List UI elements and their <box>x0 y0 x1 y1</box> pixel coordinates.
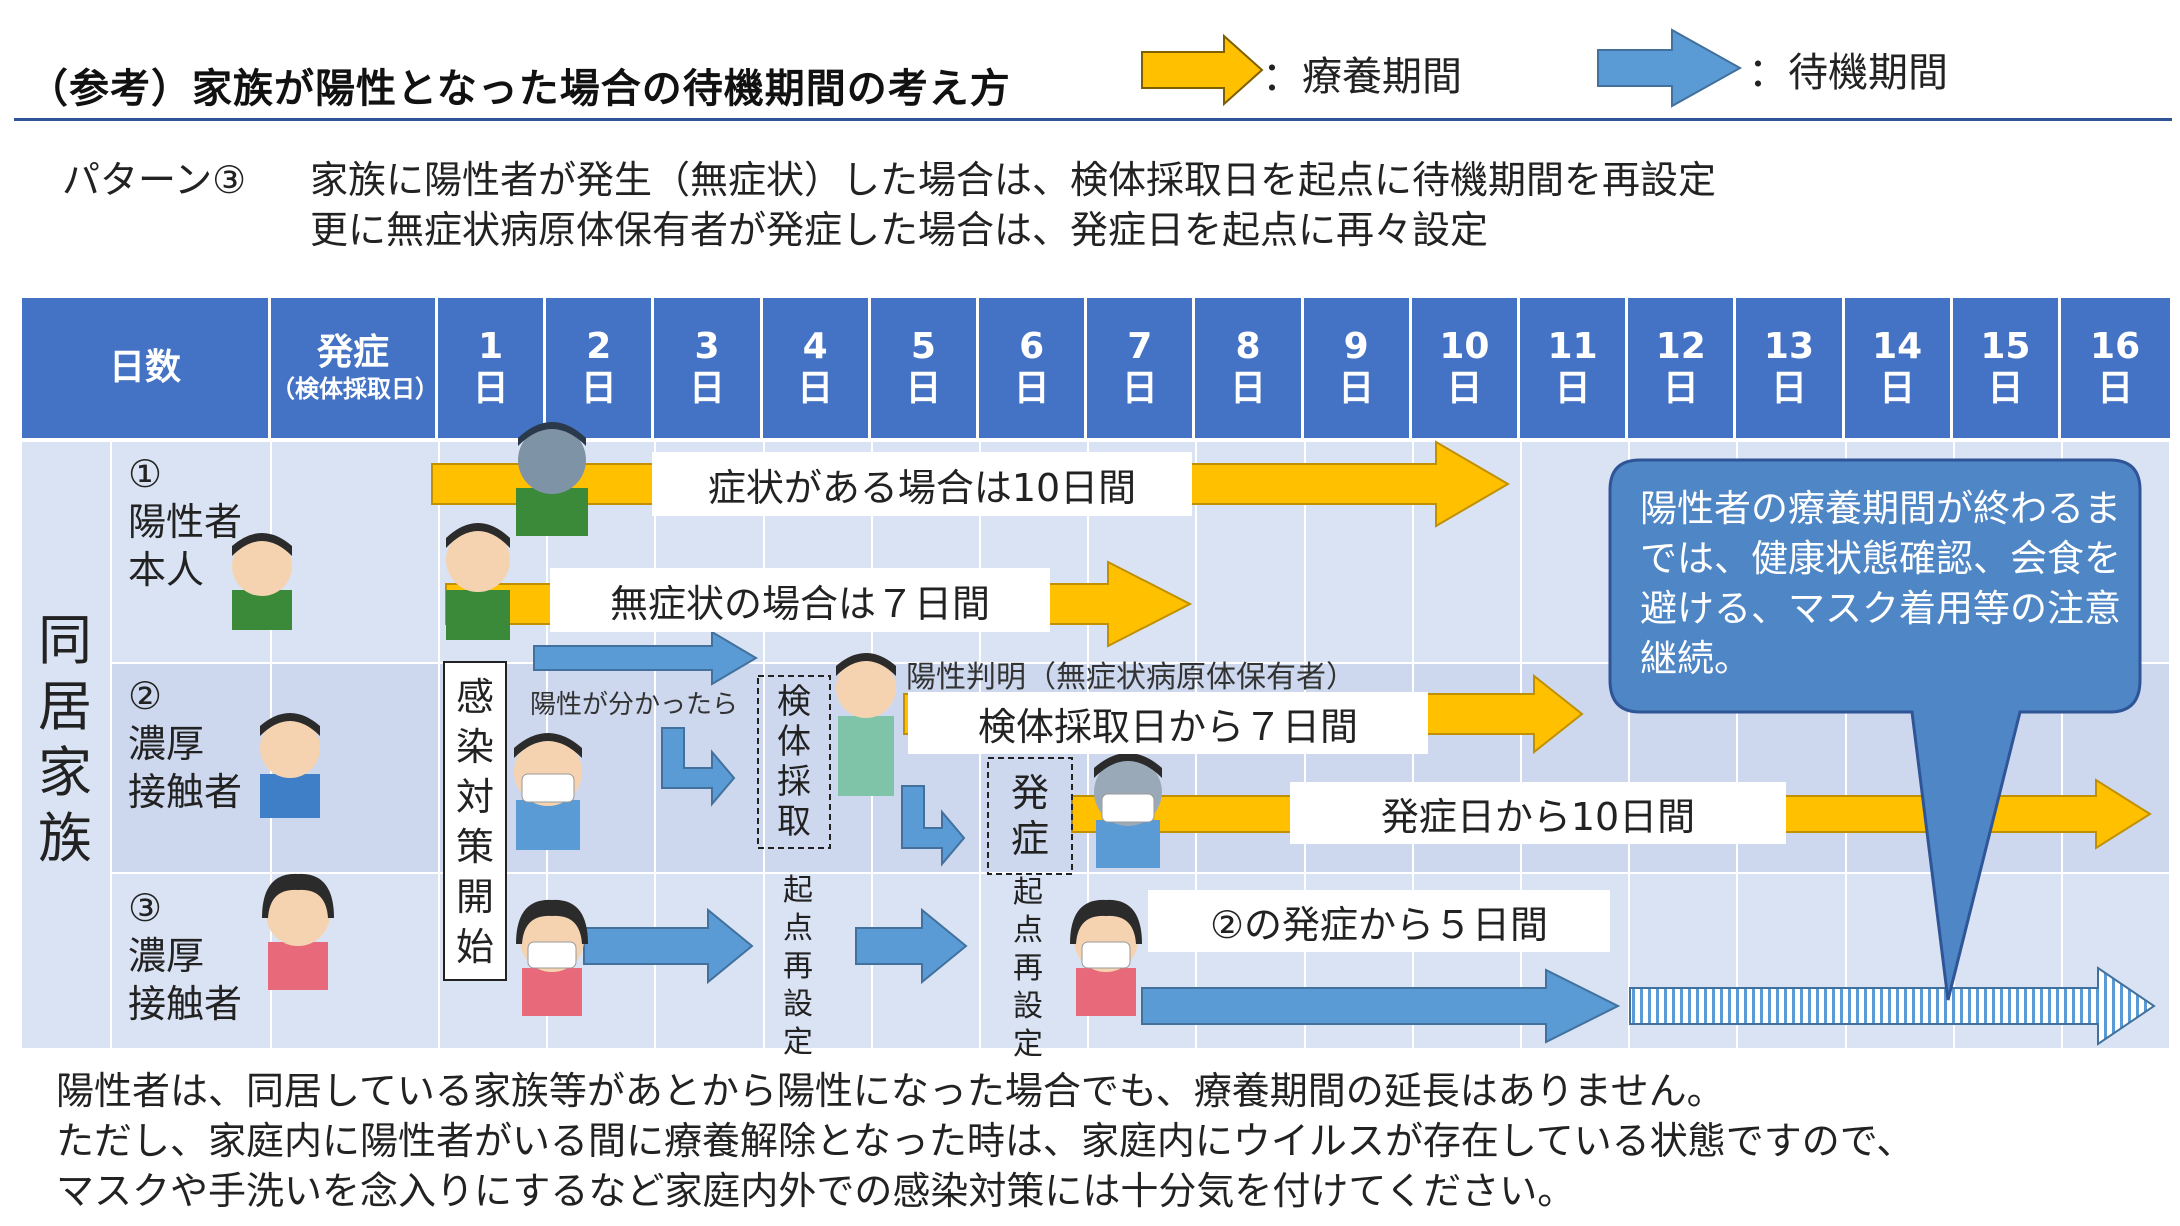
arrow-extended-wait <box>1629 966 2156 1046</box>
header-days: 日数 <box>22 298 271 438</box>
text-reset-1: 起点再設定 <box>783 873 813 1060</box>
text-reset-2: 起点再設定 <box>1013 875 1043 1062</box>
footer-notes: 陽性者は、同居している家族等があとから陽性になった場合でも、療養期間の延長はあり… <box>56 1066 1914 1216</box>
pattern-label: パターン③ <box>62 158 247 202</box>
label-onset-5: ②の発症から５日間 <box>1148 890 1610 952</box>
page-title: （参考）家族が陽性となった場合の待機期間の考え方 <box>28 66 1011 112</box>
arrow-row3-b <box>855 907 968 985</box>
grid-line <box>1844 442 1847 1048</box>
grid-line <box>654 442 657 1048</box>
note-positive-found: 陽性判明（無症状病原体保有者） <box>906 660 1356 695</box>
label-sample-7: 検体採取日から７日間 <box>908 692 1428 754</box>
person-contact2-masked <box>514 733 582 850</box>
text-sample: 検体採取 <box>777 682 811 842</box>
infection-control-box <box>443 661 507 981</box>
legend-waiting-label: ：待機期間 <box>1748 50 1948 96</box>
grid-line <box>762 442 765 1048</box>
label-symptomatic: 症状がある場合は10日間 <box>652 452 1192 516</box>
footer-line-3: マスクや手洗いを念入りにするなど家庭内外での感染対策には十分気を付けてください。 <box>56 1169 1576 1213</box>
arrow-elbow-2 <box>901 785 966 867</box>
person-contact3 <box>262 873 334 990</box>
grid-line <box>1520 442 1522 1048</box>
grid-line <box>438 442 440 1048</box>
pattern-line1: 家族に陽性者が発生（無症状）した場合は、検体採取日を起点に待機期間を再設定 <box>310 158 1717 202</box>
person-contact2-onset <box>1094 753 1162 868</box>
bubble-text: 陽性者の療養期間が終わるまでは、健康状態確認、会食を避ける、マスク着用等の注意継… <box>1640 487 2121 680</box>
footer-line-2: ただし、家庭内に陽性者がいる間に療養解除となった時は、家庭内にウイルスが存在して… <box>56 1119 1915 1163</box>
group-label: 同居家族 <box>38 609 92 870</box>
grid-line <box>110 442 112 1048</box>
info-bubble <box>1608 458 2142 1001</box>
legend-recuperation-label: ：療養期間 <box>1262 54 1462 100</box>
title-divider <box>14 118 2172 121</box>
person-contact2-testing <box>836 653 896 796</box>
person-patient-sleeping <box>232 533 292 630</box>
person-contact3-masked-2 <box>1070 899 1142 1016</box>
note-if-positive: 陽性が分かったら <box>530 690 739 720</box>
label-onset-10: 発症日から10日間 <box>1290 782 1786 844</box>
group-column <box>22 442 110 1048</box>
text-infection-control: 感染対策開始 <box>455 675 494 969</box>
pattern-line2: 更に無症状病原体保有者が発症した場合は、発症日を起点に再々設定 <box>310 208 1489 252</box>
arrow-row3-a <box>583 907 754 985</box>
header-onset: 発症 （検体採取日） <box>271 298 439 438</box>
grid-line <box>1736 442 1739 1048</box>
arrow-elbow-1 <box>661 727 736 807</box>
onset-box <box>987 757 1073 875</box>
person-contact3-masked <box>516 899 588 1016</box>
row-divider-2 <box>110 872 2170 874</box>
row-divider-1 <box>110 662 2170 664</box>
grid-line <box>2061 442 2063 1048</box>
person-patient-symptomatic <box>516 422 588 536</box>
grid-line <box>1628 442 1631 1048</box>
person-contact2-worried <box>260 713 320 818</box>
arrow-row3-c <box>1141 968 1621 1044</box>
arrow-wait-row1 <box>533 630 758 686</box>
sample-box <box>757 675 831 849</box>
person-patient-asymptomatic <box>446 523 510 640</box>
footer-line-1: 陽性者は、同居している家族等があとから陽性になった場合でも、療養期間の延長はあり… <box>56 1069 1725 1113</box>
grid-line <box>2169 442 2172 1048</box>
text-onset: 発症 <box>1010 771 1049 861</box>
label-asymptomatic: 無症状の場合は７日間 <box>550 568 1050 632</box>
